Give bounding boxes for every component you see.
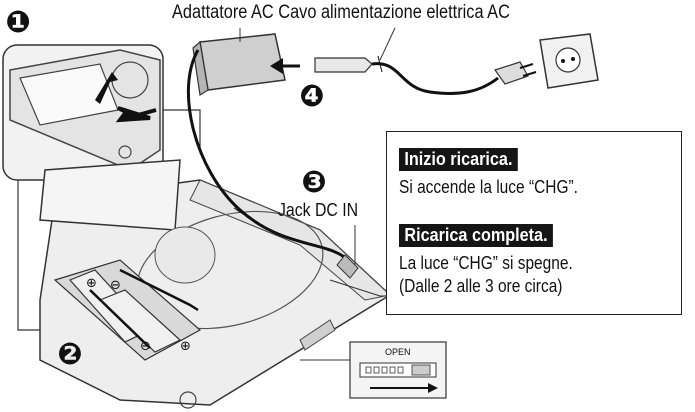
open-label: OPEN	[385, 347, 411, 357]
step-3-marker: ❸	[301, 164, 327, 200]
step-4-marker: ❹	[299, 78, 325, 114]
wall-socket-icon	[539, 33, 599, 89]
charging-duration-text: (Dalle 2 alle 3 ore circa)	[399, 276, 563, 296]
battery-minus-mark: ⊖	[140, 338, 151, 353]
charging-info-box: Inizio ricarica. Si accende la luce “CHG…	[386, 131, 682, 315]
battery-plus-mark: ⊕	[180, 338, 191, 353]
open-slider-inset	[300, 341, 447, 399]
ac-adapter	[186, 33, 359, 279]
charging-start-text: Si accende la luce “CHG”.	[399, 177, 578, 197]
ac-power-cord	[270, 55, 537, 95]
dc-in-jack-label: Jack DC IN	[278, 200, 359, 220]
charging-complete-tag: Ricarica completa.	[399, 224, 553, 247]
step-1-marker: ❶	[5, 4, 31, 40]
battery-plus-mark: ⊕	[86, 275, 97, 290]
arrow-up-icon	[95, 72, 118, 104]
battery-cover-inset	[2, 44, 164, 181]
plug-icon	[494, 61, 529, 85]
step-2-marker: ❷	[57, 336, 83, 372]
arrow-left-icon	[115, 106, 157, 123]
adapter-cable-label: Adattatore AC Cavo alimentazione elettri…	[172, 2, 510, 23]
dc-cable	[186, 49, 352, 264]
cd-player	[39, 159, 392, 409]
charging-complete-text: La luce “CHG” si spegne.	[399, 253, 573, 273]
charging-start-tag: Inizio ricarica.	[399, 148, 518, 171]
battery-minus-mark: ⊖	[110, 277, 121, 292]
